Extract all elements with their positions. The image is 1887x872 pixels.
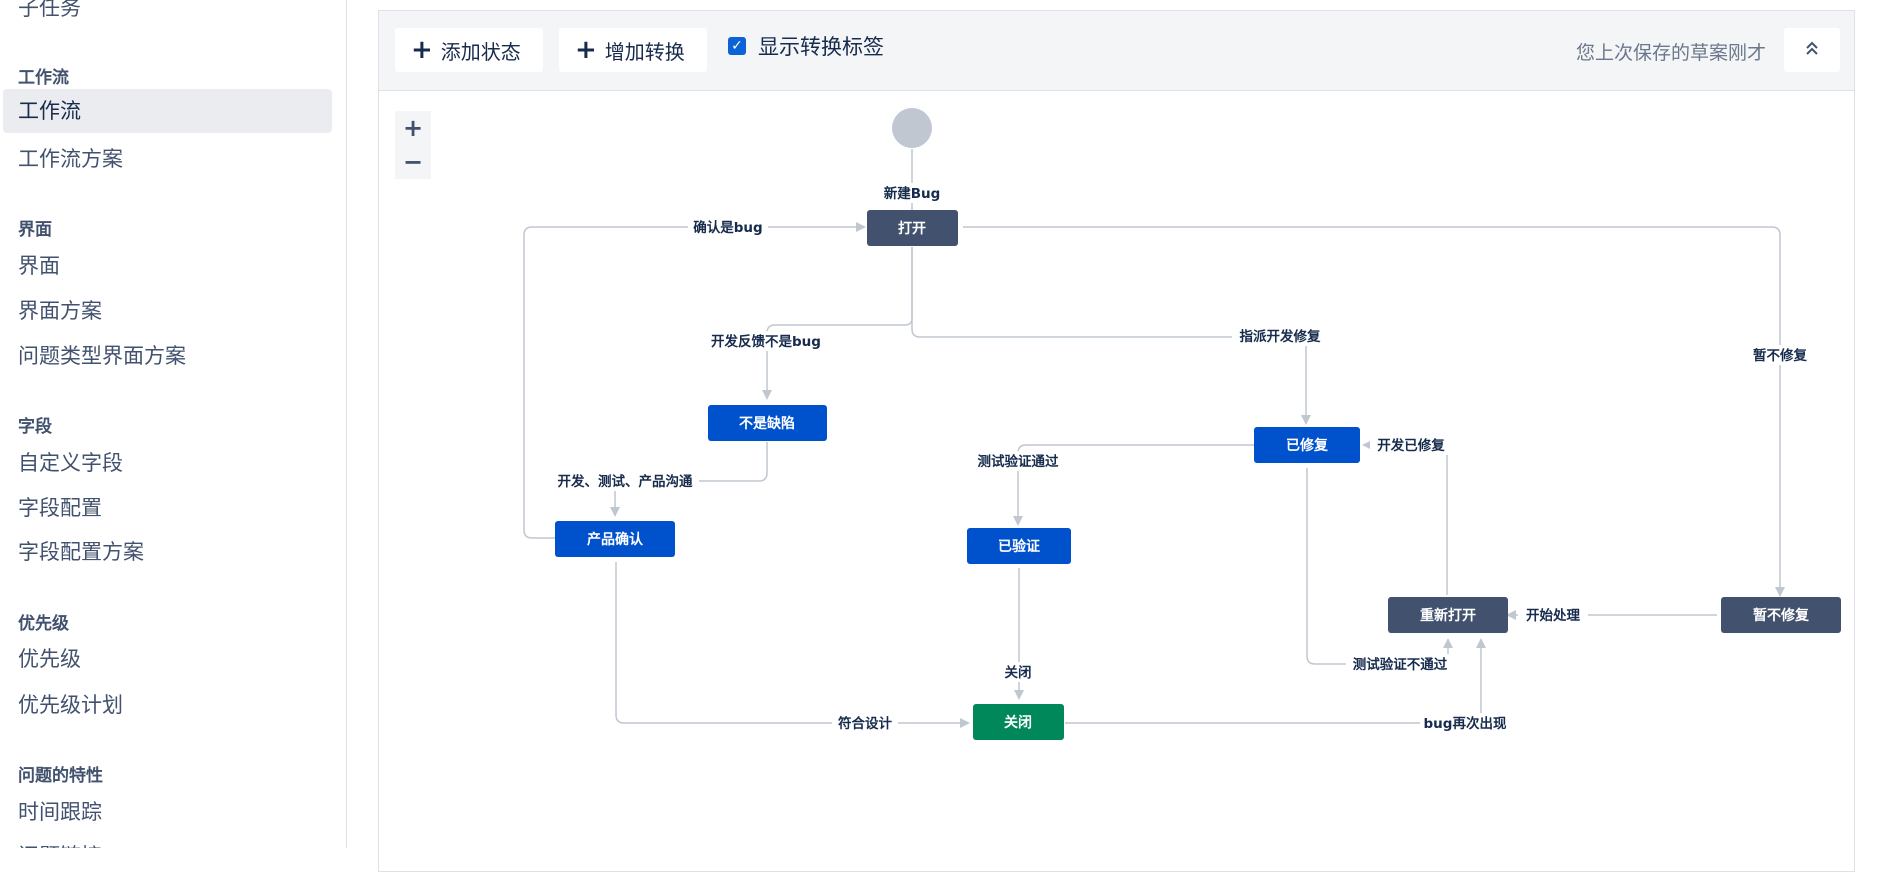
transition-label-test-fail[interactable]: 测试验证不通过 (1353, 656, 1448, 673)
sidebar-item-issue-linking[interactable]: 问题链接 (3, 834, 332, 848)
status-node-open[interactable]: 打开 (867, 210, 958, 246)
sidebar-item-field-configurations[interactable]: 字段配置 (18, 496, 102, 520)
status-node-product-confirm[interactable]: 产品确认 (555, 521, 675, 557)
status-label-wont-fix: 暂不修复 (1753, 607, 1810, 624)
transition-label-bug-reappears[interactable]: bug再次出现 (1424, 715, 1507, 732)
sidebar-item-subtask[interactable]: 子任务 (18, 0, 81, 20)
transition-label-not-bug[interactable]: 开发反馈不是bug (711, 333, 821, 350)
sidebar-item-workflow-scheme[interactable]: 工作流方案 (18, 147, 123, 171)
sidebar-item-screens[interactable]: 界面 (18, 254, 60, 278)
double-chevron-up-icon (1804, 38, 1820, 62)
collapse-button[interactable] (1784, 28, 1840, 72)
status-node-not-defect[interactable]: 不是缺陷 (708, 405, 827, 441)
status-node-wont-fix[interactable]: 暂不修复 (1721, 597, 1841, 633)
plus-icon: + (411, 35, 433, 65)
show-transition-labels-toggle[interactable]: ✓ 显示转换标签 (728, 31, 884, 61)
sidebar-group-workflow: 工作流 (18, 68, 69, 88)
status-label-reopened: 重新打开 (1420, 607, 1476, 624)
sidebar-item-custom-fields[interactable]: 自定义字段 (18, 451, 123, 475)
transition-label-close[interactable]: 关闭 (1005, 664, 1032, 681)
workflow-editor: + 添加状态 + 增加转换 ✓ 显示转换标签 您上次保存的草案刚才 (378, 10, 1855, 872)
transition-label-communicate[interactable]: 开发、测试、产品沟通 (558, 473, 693, 490)
transition-label-dev-fixed[interactable]: 开发已修复 (1377, 437, 1445, 454)
sidebar-item-priorities[interactable]: 优先级 (18, 647, 81, 671)
status-node-verified[interactable]: 已验证 (967, 528, 1071, 564)
start-node[interactable] (892, 108, 932, 148)
plus-icon: + (575, 35, 597, 65)
status-node-closed[interactable]: 关闭 (973, 704, 1064, 740)
sidebar-item-time-tracking[interactable]: 时间跟踪 (18, 800, 102, 824)
checkbox-checked-icon[interactable]: ✓ (728, 37, 746, 55)
transition-label-test-pass[interactable]: 测试验证通过 (978, 453, 1059, 470)
sidebar-group-fields: 字段 (18, 417, 52, 437)
workflow-diagram: 新建Bug 确认是bug 开发反馈不是bug 指派开发修复 暂不修复 开发、测试… (523, 108, 1841, 740)
status-label-closed: 关闭 (1004, 714, 1032, 731)
transition-label-as-designed[interactable]: 符合设计 (838, 715, 892, 732)
admin-sidebar: 子任务 工作流 工作流 工作流方案 界面 界面 界面方案 问题类型界面方案 字段… (0, 0, 347, 848)
sidebar-item-workflow[interactable]: 工作流 (3, 89, 332, 133)
transition-label-wont-fix[interactable]: 暂不修复 (1753, 347, 1807, 364)
transition-label-assign-fix[interactable]: 指派开发修复 (1240, 328, 1321, 345)
sidebar-item-priority-schemes[interactable]: 优先级计划 (18, 693, 123, 717)
workflow-toolbar: + 添加状态 + 增加转换 ✓ 显示转换标签 您上次保存的草案刚才 (379, 11, 1854, 91)
status-node-reopened[interactable]: 重新打开 (1388, 597, 1508, 633)
sidebar-item-issue-type-screen-schemes[interactable]: 问题类型界面方案 (18, 344, 186, 368)
zoom-out-button[interactable]: − (395, 145, 431, 179)
status-label-product-confirm: 产品确认 (587, 531, 644, 548)
transition-label-confirm-bug[interactable]: 确认是bug (693, 219, 762, 236)
sidebar-item-screen-schemes[interactable]: 界面方案 (18, 299, 102, 323)
status-label-verified: 已验证 (998, 538, 1040, 555)
transition-label-start-processing[interactable]: 开始处理 (1526, 607, 1580, 624)
add-transition-button[interactable]: + 增加转换 (559, 28, 707, 72)
sidebar-group-priorities: 优先级 (18, 614, 69, 634)
add-transition-label: 增加转换 (604, 39, 685, 64)
zoom-in-button[interactable]: + (395, 111, 431, 145)
draft-saved-message: 您上次保存的草案刚才 (1575, 42, 1766, 64)
sidebar-group-screens: 界面 (18, 220, 52, 240)
sidebar-item-field-config-schemes[interactable]: 字段配置方案 (18, 540, 144, 564)
status-label-open: 打开 (898, 220, 926, 237)
add-status-label: 添加状态 (440, 39, 521, 64)
sidebar-group-issue-features: 问题的特性 (18, 766, 103, 786)
status-label-fixed: 已修复 (1286, 437, 1329, 454)
status-node-fixed[interactable]: 已修复 (1254, 427, 1360, 463)
transition-label-start[interactable]: 新建Bug (884, 185, 941, 202)
add-status-button[interactable]: + 添加状态 (395, 28, 543, 72)
status-label-not-defect: 不是缺陷 (739, 415, 795, 432)
show-transition-labels-label: 显示转换标签 (758, 35, 884, 59)
